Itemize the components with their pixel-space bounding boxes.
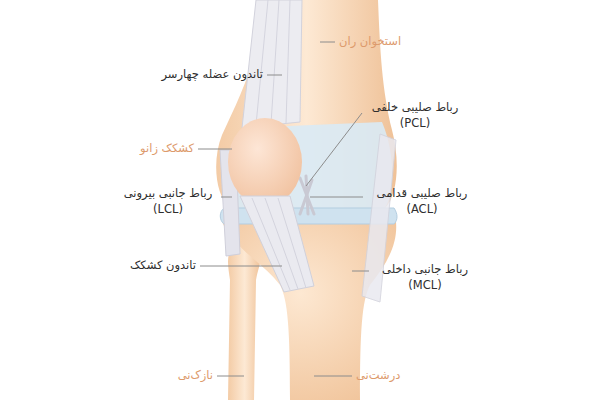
part-label: تاندون عضله چهارسر: [161, 67, 263, 83]
part-label: رباط صلیبی قدامی (ACL): [373, 186, 471, 217]
patella-bone: [228, 118, 302, 206]
tendon-strands: [252, 198, 306, 290]
patellar-tendon: [240, 196, 314, 292]
tendon-strands: [256, 0, 290, 125]
part-label: نازک‌نی: [178, 368, 213, 384]
part-label: کشکک زانو: [140, 141, 194, 157]
part-label: استخوان ران: [339, 34, 401, 50]
part-label: درشت‌نی: [356, 368, 400, 384]
quadriceps-tendon: [242, 0, 302, 128]
part-label: رباط جانبی داخلی (MCL): [377, 262, 473, 293]
cruciate-ligaments: [300, 176, 314, 214]
part-label: رباط جانبی بیرونی (LCL): [120, 186, 216, 217]
leader-lines: [198, 42, 369, 376]
medial-ligament: [362, 134, 396, 302]
part-label: رباط صلیبی خلفی (PCL): [368, 100, 463, 131]
part-label: تاندون کشکک: [130, 258, 196, 274]
